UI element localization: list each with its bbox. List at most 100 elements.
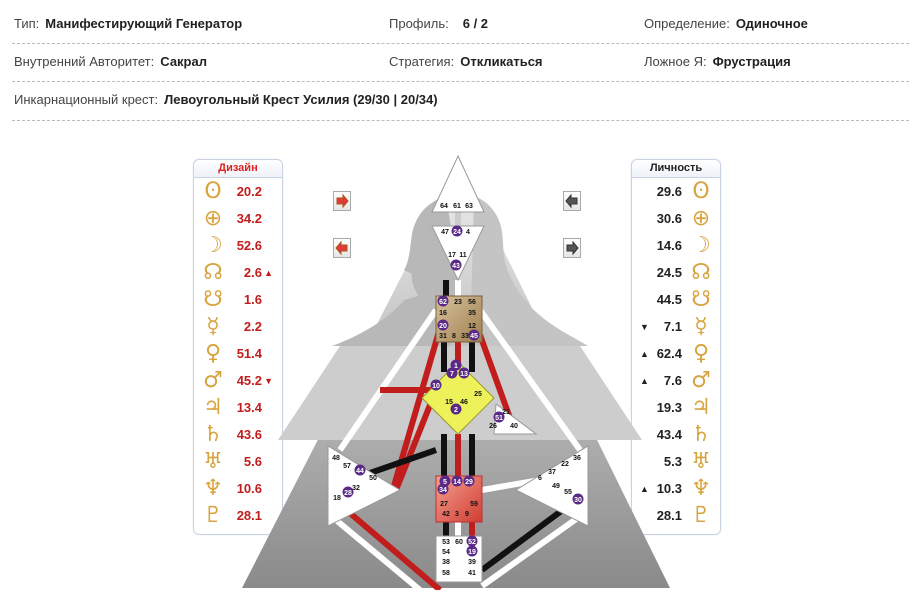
gate-number: 2 bbox=[454, 407, 458, 414]
definition-value: Одиночное bbox=[735, 16, 808, 31]
venus-icon: ♀ bbox=[692, 341, 710, 366]
gate-number: 48 bbox=[332, 455, 340, 462]
planet-gate-value: 51.4 bbox=[236, 346, 262, 361]
sun-icon: ʘ bbox=[692, 179, 710, 204]
moon-icon: ☽ bbox=[203, 233, 223, 258]
type-label: Тип: bbox=[14, 16, 40, 31]
gate-number: 24 bbox=[453, 229, 461, 236]
gate-number: 64 bbox=[440, 203, 448, 210]
gate-number: 56 bbox=[468, 299, 476, 306]
planet-row: ♇ 28.1 bbox=[194, 503, 282, 529]
gate-highlight bbox=[450, 403, 462, 415]
personality-arrow-right-button[interactable] bbox=[563, 238, 581, 258]
planet-row: ♂7.6▲ bbox=[632, 368, 720, 394]
gate-highlight bbox=[354, 464, 366, 476]
planet-gate-value: 52.6 bbox=[236, 238, 262, 253]
gate-number: 3 bbox=[455, 511, 459, 518]
gate-number: 55 bbox=[564, 489, 572, 496]
saturn-icon: ♄ bbox=[691, 422, 711, 447]
gate-number: 57 bbox=[343, 463, 351, 470]
gate-number: 14 bbox=[453, 479, 461, 486]
planet-row: ☊24.5 bbox=[632, 260, 720, 286]
gate-number: 38 bbox=[442, 559, 450, 566]
gate-number: 41 bbox=[468, 570, 476, 577]
pluto-icon: ♇ bbox=[203, 503, 223, 528]
gate-number: 63 bbox=[465, 203, 473, 210]
planet-row: ☽ 52.6 bbox=[194, 233, 282, 259]
gate-highlight bbox=[466, 535, 478, 547]
authority-label: Внутренний Авторитет: bbox=[14, 54, 155, 69]
gate-number: 1 bbox=[454, 363, 458, 370]
sun-icon: ʘ bbox=[204, 179, 222, 204]
gate-highlight bbox=[451, 475, 463, 487]
arrow-down-icon: ▼ bbox=[640, 322, 649, 332]
gate-number: 10 bbox=[432, 383, 440, 390]
planet-gate-value: 10.6 bbox=[236, 481, 262, 496]
planet-gate-value: 7.1 bbox=[663, 319, 682, 334]
gate-number: 37 bbox=[548, 469, 556, 476]
planet-row: ⊕30.6 bbox=[632, 206, 720, 232]
gate-highlight bbox=[342, 486, 354, 498]
channel-45-21 bbox=[477, 333, 513, 420]
planet-gate-value: 2.6 bbox=[243, 265, 262, 280]
gate-number: 49 bbox=[552, 483, 560, 490]
planet-row: ♂45.2▼ bbox=[194, 368, 282, 394]
planet-gate-value: 34.2 bbox=[236, 211, 262, 226]
type-value: Манифестирующий Генератор bbox=[45, 16, 243, 31]
planet-row: ☿2.2 bbox=[194, 314, 282, 340]
jupiter-icon: ♃ bbox=[691, 395, 711, 420]
planet-gate-value: 14.6 bbox=[656, 238, 682, 253]
gate-number: 51 bbox=[495, 415, 503, 422]
planet-row: ♆ 10.6 bbox=[194, 476, 282, 502]
gate-number: 18 bbox=[333, 495, 341, 502]
saturn-icon: ♄ bbox=[203, 422, 223, 447]
gate-number: 27 bbox=[440, 501, 448, 508]
info-row-3: Инкарнационный крест:Левоугольный Крест … bbox=[0, 81, 913, 119]
gate-number: 13 bbox=[460, 371, 468, 378]
arrow-down-icon: ▼ bbox=[264, 376, 273, 386]
profile-label: Профиль: bbox=[389, 16, 449, 31]
personality-arrow-left-button[interactable] bbox=[563, 191, 581, 211]
uranus-icon: ♅ bbox=[691, 449, 711, 474]
jupiter-icon: ♃ bbox=[203, 395, 223, 420]
strategy-value: Откликаться bbox=[460, 54, 543, 69]
planet-gate-value: 7.6 bbox=[663, 373, 682, 388]
neptune-icon: ♆ bbox=[203, 476, 223, 501]
mars-icon: ♂ bbox=[691, 368, 711, 393]
personality-title: Личность bbox=[632, 160, 720, 178]
gate-number: 52 bbox=[468, 539, 476, 546]
north-node-icon: ☊ bbox=[203, 260, 223, 285]
design-arrow-left-button[interactable] bbox=[333, 238, 351, 258]
channel-41-30 bbox=[480, 509, 588, 589]
gate-number: 4 bbox=[466, 229, 470, 236]
planet-gate-value: 5.3 bbox=[663, 454, 682, 469]
pluto-icon: ♇ bbox=[691, 503, 711, 528]
gate-highlight bbox=[466, 545, 478, 557]
planet-row: ♀51.4 bbox=[194, 341, 282, 367]
gate-highlight bbox=[430, 379, 442, 391]
design-arrow-right-button[interactable] bbox=[333, 191, 351, 211]
gate-number: 47 bbox=[441, 229, 449, 236]
gate-number: 42 bbox=[442, 511, 450, 518]
gate-number: 39 bbox=[468, 559, 476, 566]
gate-highlight bbox=[458, 367, 470, 379]
gate-number: 12 bbox=[468, 323, 476, 330]
notself-value: Фрустрация bbox=[712, 54, 791, 69]
gate-highlight bbox=[446, 367, 458, 379]
earth-icon: ⊕ bbox=[691, 206, 711, 231]
gate-number: 33 bbox=[461, 333, 469, 340]
moon-icon: ☽ bbox=[691, 233, 711, 258]
planet-row: ☊2.6▲ bbox=[194, 260, 282, 286]
gate-number: 59 bbox=[470, 501, 478, 508]
planet-gate-value: 28.1 bbox=[236, 508, 262, 523]
gate-number: 40 bbox=[510, 423, 518, 430]
planet-row: ☿7.1▼ bbox=[632, 314, 720, 340]
gate-number: 36 bbox=[573, 455, 581, 462]
neptune-icon: ♆ bbox=[691, 476, 711, 501]
gate-number: 62 bbox=[439, 299, 447, 306]
info-row-2: Внутренний Авторитет:Сакрал Стратегия:От… bbox=[0, 43, 913, 81]
planet-gate-value: 19.3 bbox=[656, 400, 682, 415]
gate-number: 28 bbox=[344, 490, 352, 497]
